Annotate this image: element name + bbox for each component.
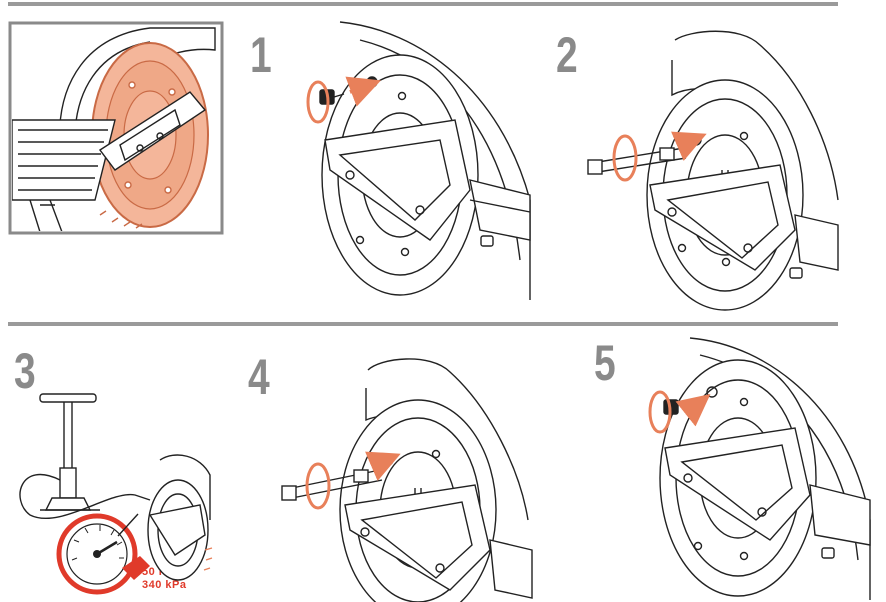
step-1-illustration bbox=[319, 21, 531, 300]
step-1-rotate-arrow bbox=[306, 76, 381, 124]
step-2-rotate-arrow bbox=[612, 131, 707, 182]
step-2-illustration bbox=[587, 30, 839, 311]
step-5-rotate-arrow bbox=[648, 390, 711, 434]
step-3-illustration bbox=[19, 393, 213, 581]
step-number-2: 2 bbox=[556, 27, 578, 83]
step-4-illustration bbox=[281, 358, 533, 602]
step-number-3: 3 bbox=[14, 343, 36, 399]
step-5-illustration bbox=[659, 337, 871, 600]
top-divider bbox=[8, 2, 838, 6]
middle-divider bbox=[8, 322, 838, 326]
step-number-5: 5 bbox=[594, 335, 616, 391]
step-number-1: 1 bbox=[250, 27, 272, 83]
step-number-4: 4 bbox=[248, 349, 270, 405]
pressure-kpa-label: 340 kPa bbox=[142, 579, 187, 591]
overview-panel bbox=[8, 21, 224, 235]
step-4-rotate-arrow bbox=[305, 451, 401, 510]
pressure-gauge-icon bbox=[56, 513, 150, 595]
